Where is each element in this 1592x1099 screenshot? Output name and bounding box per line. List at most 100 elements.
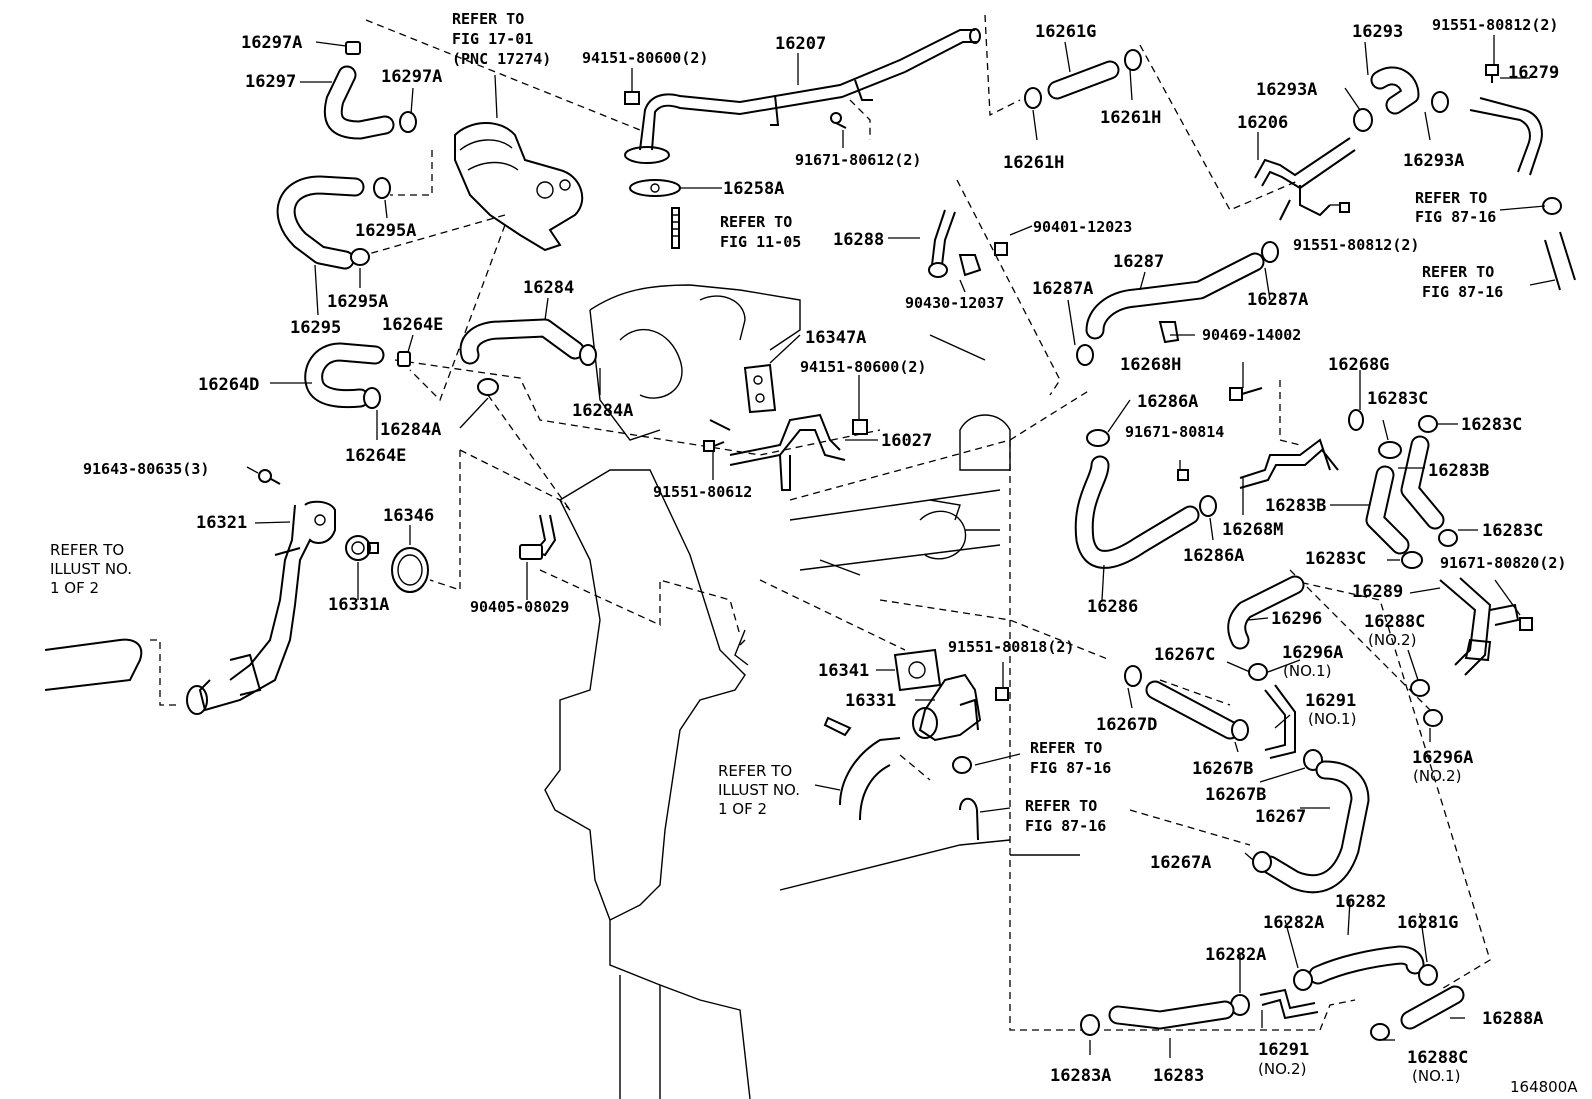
bolt-91551-80812-top[interactable]: [1485, 64, 1499, 83]
engine-block-outline: [544, 284, 1080, 1099]
hose-16286[interactable]: [1074, 455, 1200, 569]
hose-16282[interactable]: [1308, 945, 1425, 985]
hose-16264D[interactable]: [304, 342, 385, 409]
clamp-16267A[interactable]: [1252, 851, 1272, 873]
hose-16283[interactable]: [1108, 1000, 1235, 1030]
label-94151-mid: 94151-80600(2): [800, 358, 926, 376]
label-16288C-top: 16288C: [1364, 612, 1425, 632]
clamp-16296A-bottom[interactable]: [1423, 709, 1443, 727]
label-refer-17-01-pnc: (PNC 17274): [452, 50, 551, 68]
pipe-16279[interactable]: [1469, 97, 1543, 176]
hose-16293[interactable]: [1370, 66, 1420, 115]
clamp-16293A[interactable]: [1353, 108, 1373, 132]
label-16282: 16282: [1335, 892, 1386, 912]
label-16288A: 16288A: [1482, 1009, 1543, 1029]
clamp-16261H-left[interactable]: [1024, 87, 1042, 109]
clamp-16296A-top[interactable]: [1248, 663, 1268, 681]
clamp-16287A-left[interactable]: [1076, 344, 1094, 366]
stud-refer-fig-11-05: [671, 207, 680, 249]
pipe-16321[interactable]: [186, 500, 336, 715]
gasket-16347A[interactable]: [743, 363, 777, 414]
hose-16296[interactable]: [1227, 575, 1305, 650]
pipe-16289[interactable]: [1439, 577, 1520, 676]
label-no1-b: (NO.1): [1308, 710, 1356, 728]
pipe-16291-no1[interactable]: [1264, 684, 1296, 759]
clamp-16293A-b[interactable]: [1431, 91, 1449, 113]
label-16207: 16207: [775, 34, 826, 54]
bolt-91671-80814[interactable]: [1177, 469, 1189, 481]
clamp-16284A-left[interactable]: [477, 378, 499, 396]
hose-16284[interactable]: [459, 318, 585, 365]
clamp-16264E[interactable]: [363, 387, 381, 409]
clamp-16267D[interactable]: [1124, 665, 1142, 687]
label-16283C-3: 16283C: [1482, 521, 1543, 541]
label-16267C: 16267C: [1154, 645, 1215, 665]
clamp-16295A[interactable]: [350, 248, 370, 266]
label-16283B-left: 16283B: [1265, 496, 1326, 516]
clamp-16288C-bottom[interactable]: [1370, 1023, 1390, 1041]
hose-16295[interactable]: [276, 175, 365, 270]
bolt-91671-80612[interactable]: [830, 112, 847, 129]
label-no1-a: (NO.1): [1283, 662, 1331, 680]
pipe-16288[interactable]: [928, 209, 956, 278]
pipe-16207[interactable]: [624, 28, 981, 164]
clamp-16282A-top[interactable]: [1293, 969, 1313, 991]
clip-90469[interactable]: [1158, 321, 1180, 344]
hose-16288A[interactable]: [1400, 985, 1465, 1030]
label-refer-17-01-fig: FIG 17-01: [452, 30, 533, 48]
bolt-90401[interactable]: [994, 242, 1008, 256]
gasket-16341[interactable]: [893, 648, 942, 692]
hose-16267[interactable]: [1260, 760, 1370, 894]
label-16267B-1: 16267B: [1192, 759, 1253, 779]
clamp-16284A-right[interactable]: [579, 344, 597, 366]
label-16283: 16283: [1153, 1066, 1204, 1086]
gasket-16346[interactable]: [391, 547, 429, 593]
label-16281G: 16281G: [1397, 913, 1458, 933]
pipe-16268M[interactable]: [1239, 438, 1339, 489]
thermostat-16331A[interactable]: [345, 535, 379, 561]
pipe-16027[interactable]: [709, 413, 846, 491]
hose-16287[interactable]: [1085, 252, 1265, 340]
clamp-16297A[interactable]: [399, 111, 417, 133]
bolt-16268H[interactable]: [1229, 387, 1263, 401]
clamp-16283C-3[interactable]: [1438, 529, 1458, 547]
clamp-16288C-top[interactable]: [1410, 679, 1430, 697]
clamp-16283C-2[interactable]: [1418, 415, 1438, 433]
clamp-16297A-top[interactable]: [345, 41, 361, 55]
nut-94151-mid[interactable]: [852, 419, 868, 435]
clamp-16283C-4[interactable]: [1401, 551, 1423, 569]
label-no2-a: (NO.2): [1368, 631, 1416, 649]
label-16289: 16289: [1352, 582, 1403, 602]
hose-16283B-right[interactable]: [1400, 435, 1445, 530]
clamp-16287A-right[interactable]: [1261, 241, 1279, 263]
hose-16267C[interactable]: [1145, 680, 1240, 740]
pipe-16291-no2[interactable]: [1259, 988, 1319, 1020]
gasket-16258A[interactable]: [629, 179, 681, 197]
clip-90430[interactable]: [958, 254, 982, 277]
bolt-91551-80612[interactable]: [703, 440, 725, 452]
clamp-16286A[interactable]: [1199, 495, 1217, 517]
bolt-91671-80820[interactable]: [1519, 617, 1533, 631]
clamp-16295A-top[interactable]: [373, 177, 391, 199]
hose-16297[interactable]: [323, 65, 395, 140]
clamp-16283C-1[interactable]: [1378, 441, 1402, 459]
clamp-16283A[interactable]: [1080, 1014, 1100, 1036]
label-refer-87-16-a-fig: FIG 87-16: [1415, 208, 1496, 226]
hose-16283B-left[interactable]: [1365, 465, 1410, 555]
bolt-91551-80818[interactable]: [995, 687, 1009, 701]
clamp-16267B-1[interactable]: [1231, 719, 1249, 741]
clamp-16261H-right[interactable]: [1124, 49, 1142, 71]
nut-94151-top[interactable]: [624, 91, 640, 105]
hose-refer-fig-87-16-b: [1544, 231, 1576, 291]
label-90401: 90401-12023: [1033, 218, 1132, 236]
pipe-90405[interactable]: [519, 514, 557, 560]
clamp-16286A-top[interactable]: [1086, 429, 1110, 447]
bolt-91551-80812-mid[interactable]: [1339, 202, 1350, 213]
clamp-16268G[interactable]: [1348, 409, 1364, 431]
clamp-16264E-top[interactable]: [397, 351, 411, 367]
hose-16261G[interactable]: [1047, 60, 1120, 100]
clamp-16281G[interactable]: [1418, 964, 1438, 986]
pipe-16206[interactable]: [1254, 137, 1356, 221]
water-inlet-16331[interactable]: [912, 673, 982, 742]
bolt-91643-80635[interactable]: [258, 469, 281, 485]
